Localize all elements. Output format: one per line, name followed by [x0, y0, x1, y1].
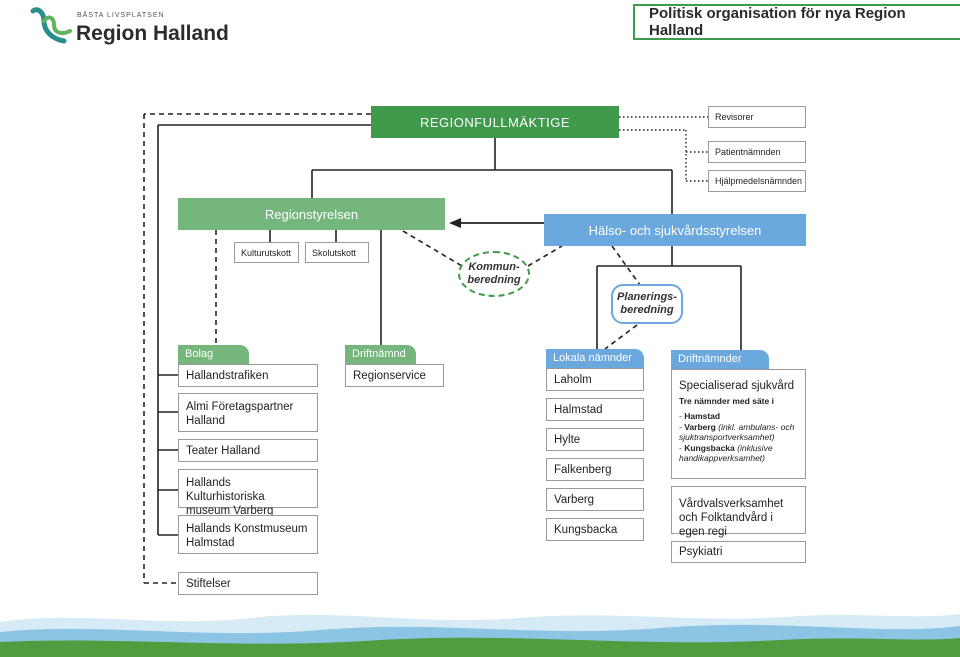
lokal-namnd-falkenberg[interactable]: Falkenberg [546, 458, 644, 481]
tab-driftnamnd: Driftnämnd [345, 345, 416, 364]
bolag-item-label: Almi Företagspartner Halland [186, 401, 294, 427]
hjalpmedelsnamnden-box[interactable]: Hjälpmedelsnämnden [708, 170, 806, 192]
bolag-item-almi[interactable]: Almi Företagspartner Halland [178, 393, 318, 432]
psykiatri-box[interactable]: Psykiatri [671, 541, 806, 563]
lokal-namnd-label: Varberg [554, 493, 595, 506]
lokal-namnd-halmstad[interactable]: Halmstad [546, 398, 644, 421]
lokal-namnd-kungsbacka[interactable]: Kungsbacka [546, 518, 644, 541]
lokal-namnd-label: Halmstad [554, 403, 603, 416]
spec-list: - Hamstad - Varberg (inkl. ambulans- och… [679, 411, 798, 464]
regionservice-box[interactable]: Regionservice [345, 364, 444, 387]
patientnamnden-box[interactable]: Patientnämnden [708, 141, 806, 163]
driftnamnder-tab-label: Driftnämnder [678, 353, 742, 365]
driftnamnd-tab-label: Driftnämnd [352, 348, 406, 360]
planeringsberedning-bubble[interactable]: Planerings- beredning [611, 284, 683, 324]
regionstyrelsen-label: Regionstyrelsen [264, 206, 359, 222]
kulturutskott-label: Kulturutskott [241, 247, 292, 258]
lokal-namnd-hylte[interactable]: Hylte [546, 428, 644, 451]
page-title-text: Politisk organisation för nya Region Hal… [649, 5, 906, 39]
logo-name: Region Halland [76, 22, 229, 45]
bolag-item-label: Teater Halland [186, 444, 261, 457]
lokal-namnd-label: Hylte [554, 433, 581, 446]
landscape-footer-decoration [0, 614, 960, 657]
tab-lokala-namnder: Lokala nämnder [546, 349, 644, 368]
regionservice-label: Regionservice [353, 369, 426, 382]
regionfullmaktige-box[interactable]: REGIONFULLMÄKTIGE [371, 106, 619, 138]
halso-sjukvardsstyrelsen-label: Hälso- och sjukvårdsstyrelsen [588, 222, 762, 238]
spec-list-item: - Kungsbacka (inklusive handikappverksam… [679, 442, 773, 464]
bolag-item-kulturhistoriska[interactable]: Hallands Kulturhistoriska museum Varberg [178, 469, 318, 517]
bolag-tab-label: Bolag [185, 348, 214, 360]
planeringsberedning-line1: Planerings- [617, 291, 677, 303]
regionfullmaktige-label: REGIONFULLMÄKTIGE [419, 114, 571, 130]
bolag-item-label: Hallandstrafiken [186, 369, 269, 382]
skolutskott-box[interactable]: Skolutskott [305, 242, 369, 263]
logo-tagline: BÄSTA LIVSPLATSEN [77, 12, 165, 19]
lokal-namnd-label: Laholm [554, 373, 592, 386]
specialiserad-sjukvard-box[interactable]: Specialiserad sjukvård Tre nämnder med s… [671, 369, 806, 479]
logo-mark-icon [30, 7, 72, 44]
kommunberedning-line2: beredning [467, 274, 521, 286]
regionstyrelsen-box[interactable]: Regionstyrelsen [178, 198, 445, 230]
page-title: Politisk organisation för nya Region Hal… [633, 4, 960, 40]
revisorer-label: Revisorer [715, 112, 754, 122]
kommunberedning-bubble[interactable]: Kommun- beredning [458, 251, 530, 297]
bolag-item-teater-halland[interactable]: Teater Halland [178, 439, 318, 462]
lokala-tab-label: Lokala nämnder [553, 352, 632, 364]
patientnamnden-label: Patientnämnden [715, 147, 781, 157]
spec-list-item: - Hamstad [679, 411, 721, 421]
vardval-folktandvard-box[interactable]: Vårdvalsverksamhet och Folktandvård i eg… [671, 486, 806, 538]
planeringsberedning-line2: beredning [620, 304, 674, 316]
halso-sjukvardsstyrelsen-box[interactable]: Hälso- och sjukvårdsstyrelsen [544, 214, 806, 246]
hjalpmedelsnamnden-label: Hjälpmedelsnämnden [715, 176, 803, 186]
spec-title: Specialiserad sjukvård [679, 380, 795, 392]
lokal-namnd-label: Kungsbacka [554, 523, 618, 536]
stiftelser-label: Stiftelser [186, 577, 231, 590]
bolag-item-label: Hallands Kulturhistoriska museum Varberg [186, 477, 274, 517]
stiftelser-box[interactable]: Stiftelser [178, 572, 318, 595]
lokal-namnd-varberg[interactable]: Varberg [546, 488, 644, 511]
lokal-namnd-laholm[interactable]: Laholm [546, 368, 644, 391]
logo[interactable]: BÄSTA LIVSPLATSEN Region Halland [30, 3, 230, 49]
kommunberedning-line1: Kommun- [468, 261, 520, 273]
spec-subtitle: Tre nämnder med säte i [679, 396, 774, 406]
skolutskott-label: Skolutskott [312, 247, 357, 258]
tab-bolag: Bolag [178, 345, 249, 364]
bolag-item-label: Hallands Konstmuseum Halmstad [186, 523, 308, 549]
bolag-item-hallandstrafiken[interactable]: Hallandstrafiken [178, 364, 318, 387]
tab-driftnamnder: Driftnämnder [671, 350, 769, 369]
kulturutskott-box[interactable]: Kulturutskott [234, 242, 299, 263]
vardval-label: Vårdvalsverksamhet och Folktandvård i eg… [679, 498, 784, 538]
bolag-item-konstmuseum[interactable]: Hallands Konstmuseum Halmstad [178, 515, 318, 554]
revisorer-box[interactable]: Revisorer [708, 106, 806, 128]
spec-list-item: - Varberg (inkl. ambulans- och sjuktrans… [679, 421, 795, 443]
psykiatri-label: Psykiatri [679, 546, 723, 558]
lokal-namnd-label: Falkenberg [554, 463, 612, 476]
